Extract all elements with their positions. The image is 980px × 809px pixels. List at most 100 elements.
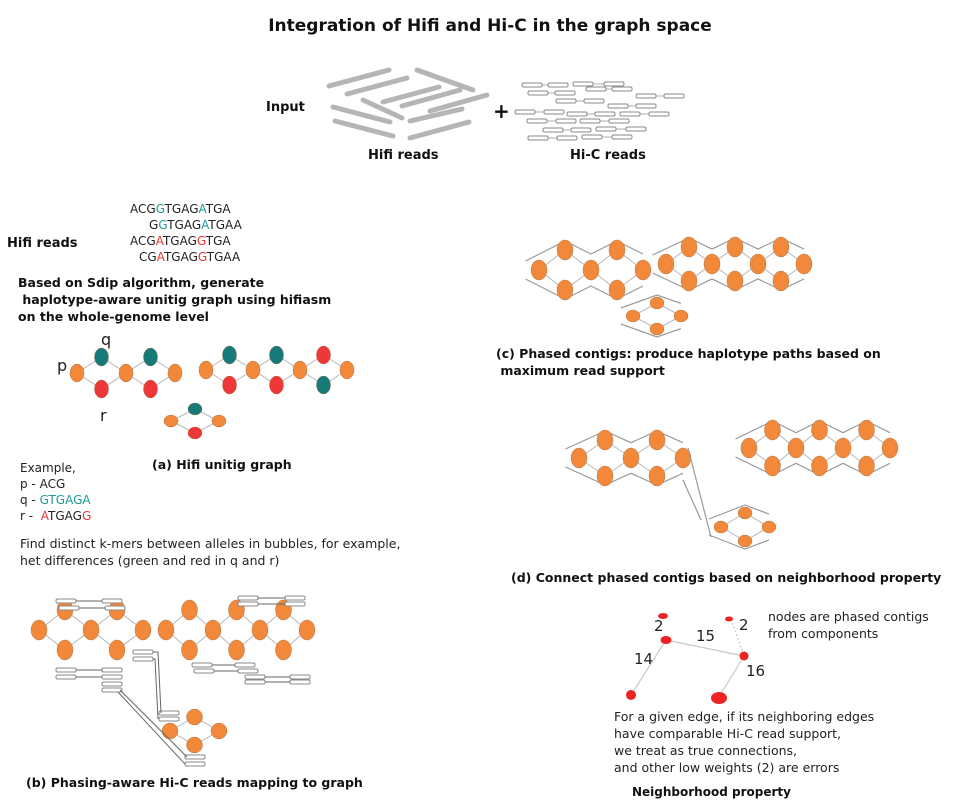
orange-node (811, 419, 828, 441)
hic-read (244, 679, 266, 685)
sequence-segment: r - (20, 509, 41, 523)
edge-weight-label: 15 (696, 627, 716, 645)
neighborhood-caption: Neighborhood property (632, 785, 791, 799)
orange-node (680, 270, 698, 292)
hifi-read (332, 118, 396, 139)
hic-read (158, 716, 180, 722)
orange-node (726, 236, 744, 258)
orange-node (649, 322, 665, 336)
orange-node (186, 736, 203, 754)
orange-node (570, 447, 588, 469)
orange-node (163, 414, 179, 428)
teal-node (316, 375, 331, 395)
hifi-reads-glyph (326, 67, 490, 141)
hic-read (619, 111, 641, 117)
orange-node (772, 236, 790, 258)
panel-b-caption: (b) Phasing-aware Hi-C reads mapping to … (26, 775, 363, 790)
example-line-r: r - ATGAGG (20, 508, 91, 524)
sequence-segment: TGAA (206, 250, 241, 264)
contig-connection-path (687, 447, 712, 538)
panel-c-caption-1: (c) Phased contigs: produce haplotype pa… (496, 346, 881, 361)
orange-node (228, 639, 245, 661)
contig-node (626, 690, 636, 700)
hic-link (153, 651, 162, 714)
example-line-0: Example, (20, 460, 76, 476)
sequence-segment: TGAG (48, 509, 82, 523)
red-node (94, 379, 109, 399)
allele-teal-base: G (158, 218, 168, 232)
hifi-read (330, 104, 393, 125)
hic-read (570, 127, 592, 133)
sequence-segment: G (149, 218, 159, 232)
sequence-segment: TGAG (164, 202, 199, 216)
hic-read (579, 118, 601, 124)
orange-node (673, 309, 689, 323)
edge-16 (718, 655, 745, 698)
hifi-unitig-graph (69, 345, 355, 440)
allele-teal-base: G (39, 493, 49, 507)
orange-node (530, 259, 548, 281)
hic-read (234, 662, 256, 668)
orange-node (108, 639, 126, 661)
hic-read (237, 601, 259, 607)
hic-read (104, 605, 126, 611)
example-line-p: p - ACG (20, 476, 65, 492)
hic-read (542, 127, 564, 133)
hifi-read-seq-1: ACGGTGAGATGA (130, 201, 231, 217)
orange-node (556, 279, 574, 301)
hic-link (153, 658, 159, 720)
sequence-segment: q - (20, 493, 40, 507)
nodes-note-2: from components (768, 626, 879, 641)
hic-read (101, 687, 123, 693)
orange-node (210, 722, 228, 740)
hic-read (625, 126, 647, 132)
sequence-segment: ACG (130, 234, 156, 248)
hifi-read (399, 87, 463, 109)
edge-15 (665, 639, 745, 657)
red-node (316, 345, 331, 365)
orange-node (703, 253, 721, 275)
hic-read (132, 656, 154, 662)
sequence-segment: TGAG (167, 218, 202, 232)
hic-reads-glyph (514, 81, 685, 141)
hic-read (58, 605, 80, 611)
hic-read (603, 81, 625, 87)
orange-node (69, 363, 85, 383)
connected-contigs-graph (565, 419, 899, 550)
hic-read (289, 674, 311, 680)
teal-node (187, 402, 203, 416)
hic-read (55, 667, 77, 673)
hifi-read (427, 92, 490, 114)
hic-read (543, 109, 565, 115)
sequence-segment: TGA (205, 234, 231, 248)
hifi-read-seq-2: GGTGAGATGAA (149, 217, 242, 233)
sequence-segment: TGA (205, 202, 231, 216)
hifi-read (407, 106, 465, 124)
orange-node (118, 363, 134, 383)
explanation-2: have comparable Hi-C read support, (614, 726, 841, 741)
hifi-reads-section-label: Hifi reads (7, 236, 78, 251)
contig-node (660, 636, 672, 644)
hic-link (117, 691, 186, 765)
contig-node (725, 616, 733, 622)
hifi-read (380, 84, 442, 105)
hic-read (191, 662, 213, 668)
sequence-segment: CG (139, 250, 157, 264)
allele-red-base: A (40, 509, 48, 523)
edge-weight-label: 14 (634, 650, 654, 668)
hic-read (556, 135, 578, 141)
hic-read (158, 710, 180, 716)
orange-node (657, 253, 675, 275)
phased-contigs-graph (525, 236, 813, 338)
orange-node (764, 455, 781, 477)
hic-read (526, 118, 548, 124)
red-node (187, 426, 203, 440)
allele-teal-base: A (201, 218, 209, 232)
node-label-q: q (101, 330, 112, 349)
hic-read (55, 674, 77, 680)
haplotype-path (620, 294, 682, 309)
hic-read (527, 90, 549, 96)
orange-node (82, 619, 100, 641)
hic-read (101, 598, 123, 604)
hic-read (527, 135, 549, 141)
